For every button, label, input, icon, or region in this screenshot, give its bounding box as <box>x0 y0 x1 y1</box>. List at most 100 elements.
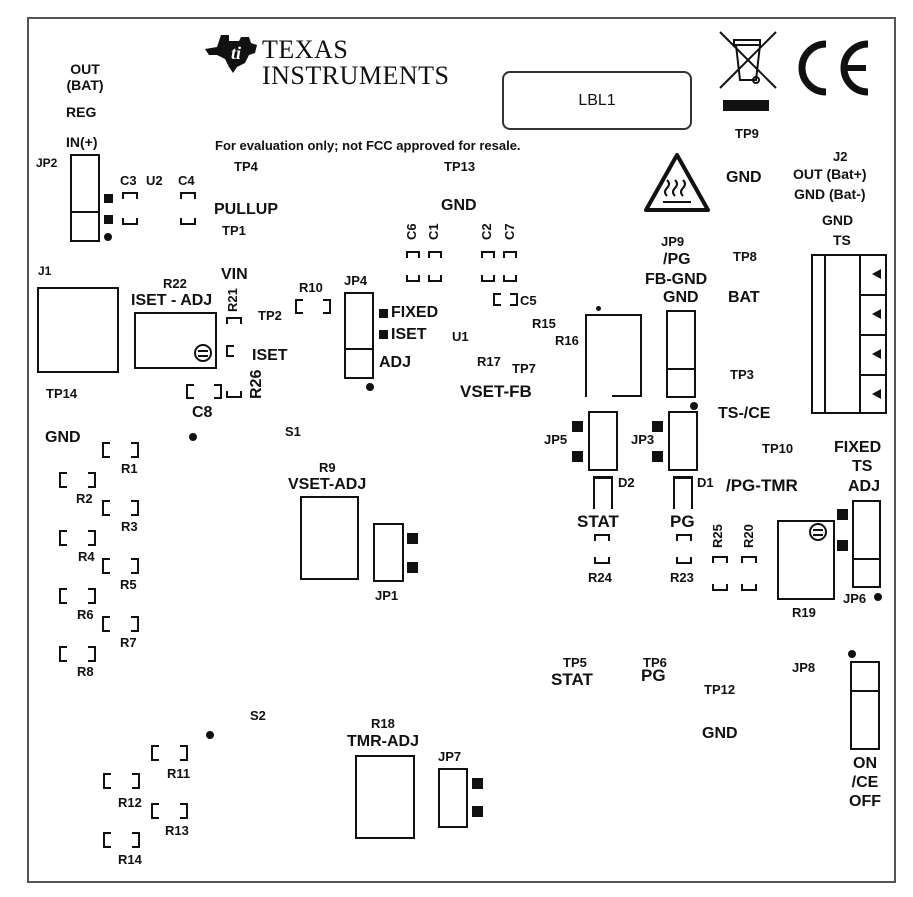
r6-footprint <box>88 588 96 604</box>
r13-footprint <box>180 803 188 819</box>
jp7-jumper[interactable] <box>438 768 468 828</box>
c2-label: C2 <box>479 223 494 240</box>
c5-footprint <box>493 293 501 306</box>
pg-tp6-label: PG <box>641 666 666 685</box>
tp3-label: TP3 <box>730 367 754 382</box>
jp8-pin1-dot <box>848 650 856 658</box>
jp6-pad <box>837 540 848 551</box>
r9-label: R9 <box>319 460 336 475</box>
r9-potentiometer[interactable] <box>300 496 359 580</box>
r26-footprint <box>226 345 234 357</box>
j2-label: J2 <box>833 149 848 164</box>
svg-text:ti: ti <box>231 43 241 63</box>
hot-surface-warning-icon <box>644 153 710 212</box>
jp3-label: JP3 <box>631 432 655 447</box>
out-batp-label: OUT (Bat+) <box>793 166 867 182</box>
ce-label: /CE <box>851 774 879 791</box>
jp6-label: JP6 <box>843 591 867 606</box>
jp2-jumper[interactable] <box>70 154 100 242</box>
r16-pin1-dot <box>596 306 601 311</box>
jp5-label: JP5 <box>544 432 568 447</box>
r10-label: R10 <box>299 280 323 295</box>
c5-label: C5 <box>520 293 537 308</box>
jp1-pad <box>407 562 418 573</box>
r11-footprint <box>180 745 188 761</box>
r20-footprint <box>741 556 757 563</box>
ts-r-label: TS <box>852 458 873 475</box>
r1-footprint <box>102 442 110 458</box>
fixed-r-label: FIXED <box>834 439 882 456</box>
c8-footprint <box>214 384 222 399</box>
r19-potentiometer[interactable] <box>777 520 835 600</box>
jp6-jumper[interactable] <box>852 500 881 588</box>
pot-adjust-icon[interactable] <box>809 523 827 541</box>
pot-adjust-icon[interactable] <box>194 344 212 362</box>
r22-potentiometer[interactable] <box>134 312 217 369</box>
jp8-divider <box>850 690 880 692</box>
r5-footprint <box>102 558 110 574</box>
r5-footprint <box>131 558 139 574</box>
vset-adj-label: VSET-ADJ <box>288 476 367 493</box>
c4-footprint <box>180 192 196 199</box>
r6-footprint <box>59 588 67 604</box>
jp3-jumper[interactable] <box>668 411 698 471</box>
j2-line <box>824 254 826 414</box>
j1-connector[interactable] <box>37 287 119 373</box>
s2-pin1-dot <box>206 731 214 739</box>
evaluation-notice: For evaluation only; not FCC approved fo… <box>215 138 521 153</box>
jp7-pad <box>472 806 483 817</box>
fixed-pad <box>379 309 388 318</box>
r23-footprint <box>676 557 692 564</box>
r18-potentiometer[interactable] <box>355 755 415 839</box>
r13-label: R13 <box>165 823 189 838</box>
jp4-jumper[interactable] <box>344 292 374 379</box>
jp8-jumper[interactable] <box>850 661 880 750</box>
terminal-arrow-icon <box>872 269 881 279</box>
tp1-label: TP1 <box>222 223 246 238</box>
terminal-arrow-icon <box>872 309 881 319</box>
pg-tmr-label: /PG-TMR <box>726 476 798 495</box>
r4-footprint <box>88 530 96 546</box>
r14-footprint <box>103 832 111 848</box>
tp2-label: TP2 <box>258 308 282 323</box>
tp10-label: TP10 <box>762 441 794 456</box>
fixed-label: FIXED <box>391 304 439 321</box>
c1-footprint <box>428 251 442 258</box>
jp1-label: JP1 <box>375 588 399 603</box>
r24-label: R24 <box>588 570 612 585</box>
c2-footprint <box>481 251 495 258</box>
r24-footprint <box>594 534 610 541</box>
tp14-label: TP14 <box>46 386 78 401</box>
pin1-dot <box>104 233 112 241</box>
jp4-pin1-dot <box>366 383 374 391</box>
d2-led <box>593 476 613 509</box>
tp7-label: TP7 <box>512 361 536 376</box>
c1-label: C1 <box>426 223 441 240</box>
iset-label: ISET <box>252 347 288 364</box>
r16-edge <box>612 395 642 397</box>
c8-footprint <box>186 384 194 399</box>
jp5-jumper[interactable] <box>588 411 618 471</box>
j2-line <box>859 334 887 336</box>
r14-label: R14 <box>118 852 142 867</box>
j1-label: J1 <box>38 264 52 278</box>
c2-footprint <box>481 275 495 282</box>
jp9-jumper[interactable] <box>666 310 696 398</box>
d1-led <box>673 476 693 509</box>
pg-jp9-label: /PG <box>663 251 691 268</box>
jp9-divider <box>666 368 696 370</box>
jp1-jumper[interactable] <box>373 523 404 582</box>
gnd-top-label: GND <box>441 197 477 214</box>
jp2-pad <box>104 194 113 203</box>
bat-label-r: BAT <box>728 289 760 306</box>
r12-label: R12 <box>118 795 142 810</box>
tp12-label: TP12 <box>704 682 736 697</box>
r12-footprint <box>103 773 111 789</box>
r3-label: R3 <box>121 519 138 534</box>
adj-jp4-label: ADJ <box>379 354 412 371</box>
brand-line1: TEXAS <box>262 35 349 64</box>
r19-label: R19 <box>792 605 816 620</box>
brand-line2: INSTRUMENTS <box>262 61 450 90</box>
c6-footprint <box>406 275 420 282</box>
d1-label: D1 <box>697 475 714 490</box>
